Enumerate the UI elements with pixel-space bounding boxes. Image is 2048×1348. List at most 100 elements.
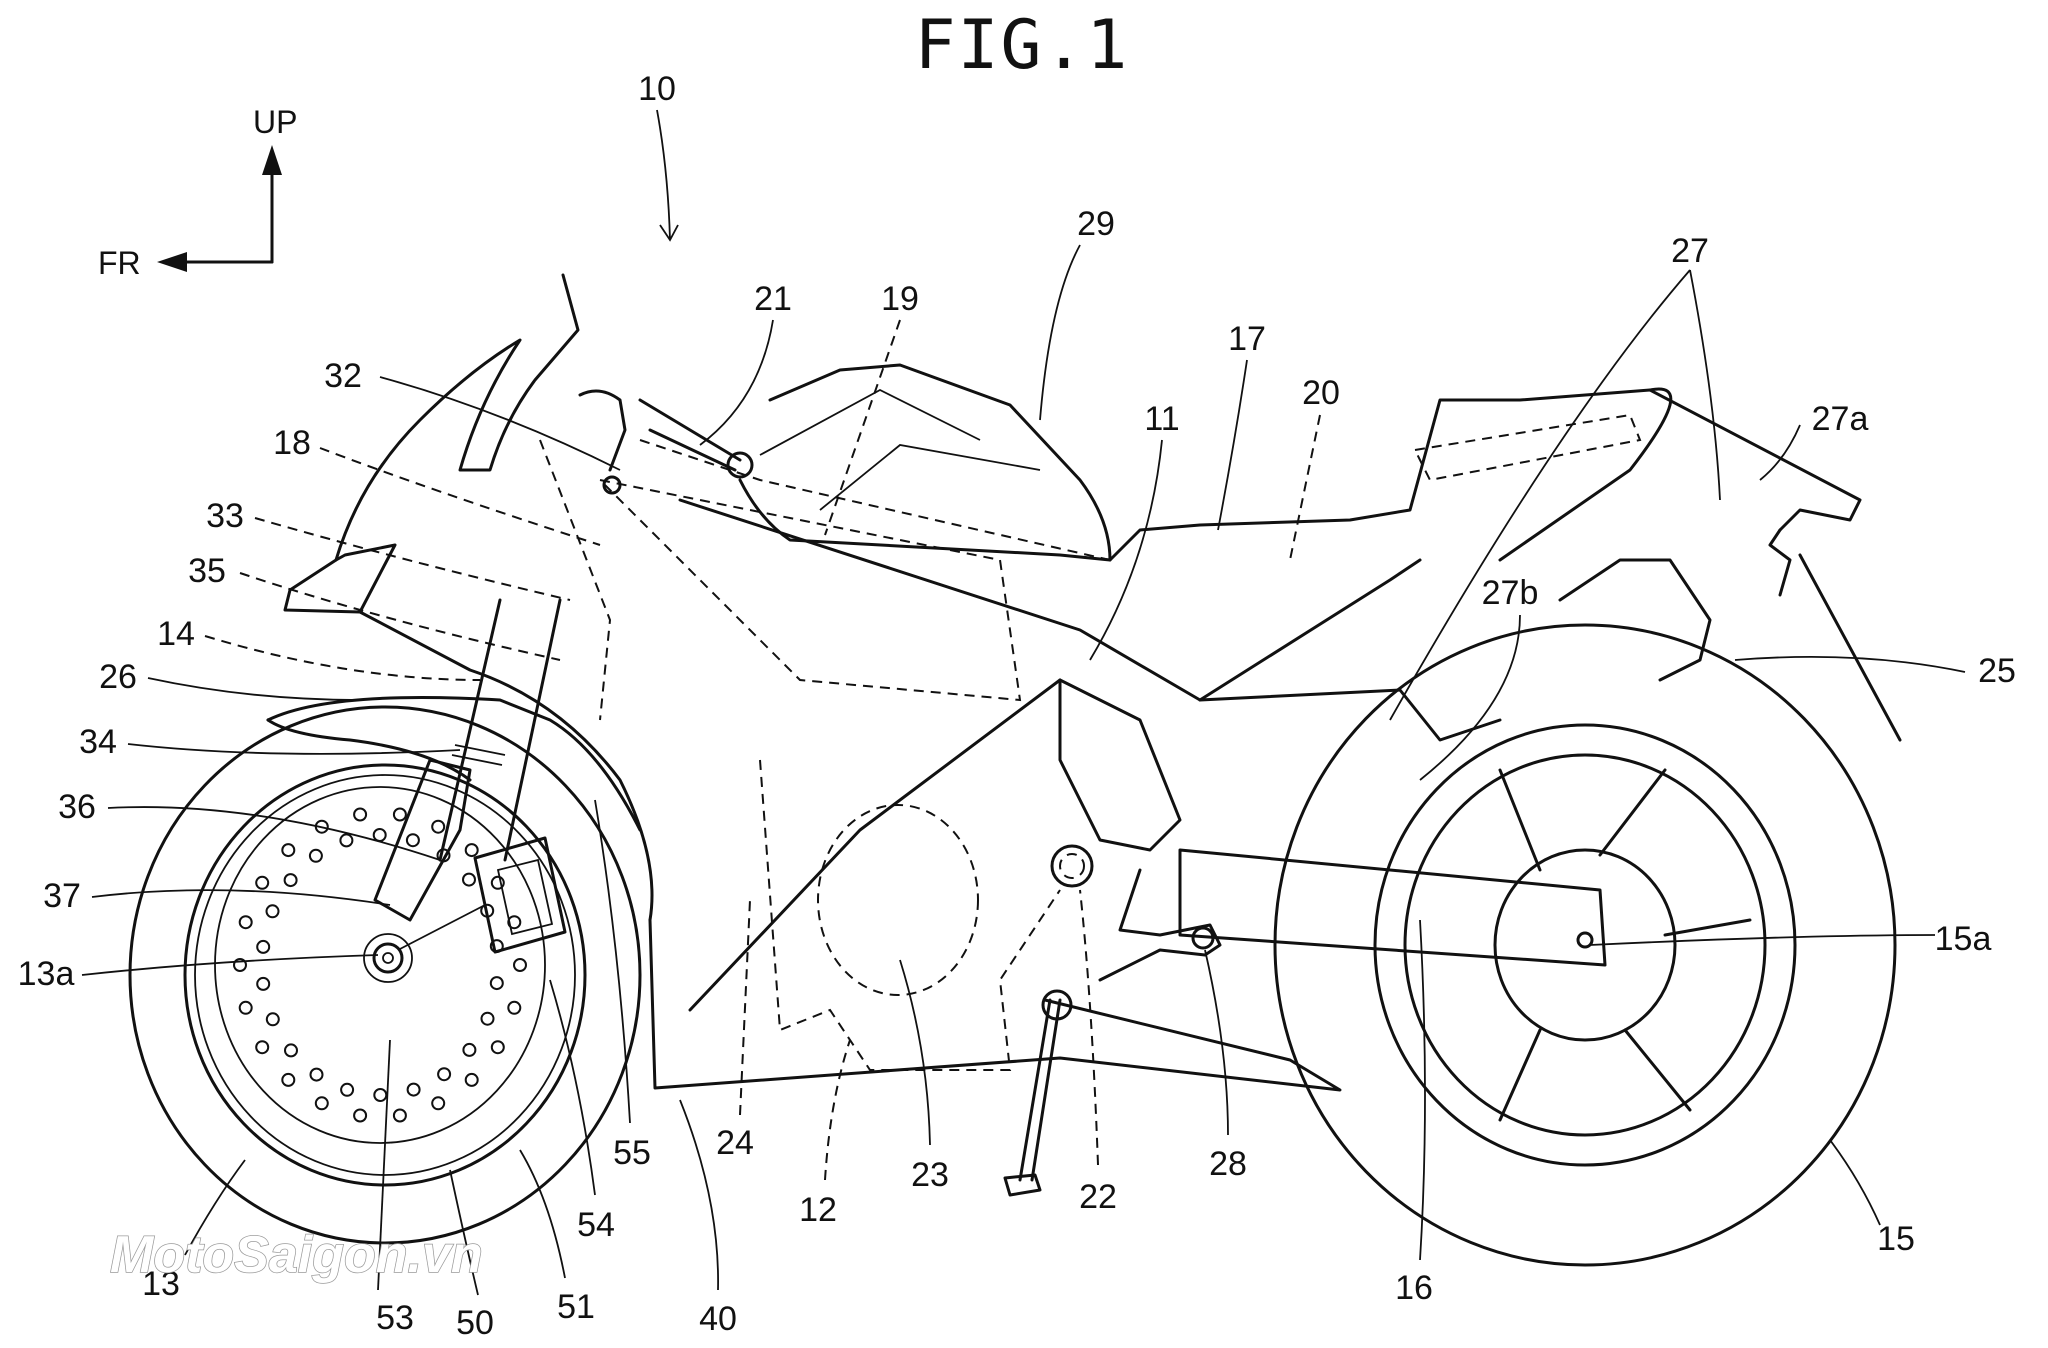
leader-32 [379, 376, 621, 471]
rear-axle [1576, 931, 1594, 949]
direction-front-label: FR [98, 245, 141, 281]
fork-bottom [373, 758, 472, 922]
tank-detail-upper [759, 388, 981, 456]
label-27b: 27b [1482, 574, 1539, 612]
leader-26 [147, 677, 361, 701]
leader-40 [679, 1099, 719, 1291]
disc-hole [353, 1108, 368, 1123]
leader-11 [1089, 439, 1163, 661]
leader-17 [1217, 359, 1248, 531]
power-unit-hidden [759, 759, 1061, 1071]
disc-hole [489, 976, 504, 991]
disc-hole [480, 1011, 495, 1026]
rear-hub [1493, 848, 1677, 1042]
handlebar [638, 398, 742, 472]
disc-hole [372, 828, 387, 842]
seat-rear-cover [1498, 387, 1673, 562]
leader-14 [204, 635, 481, 681]
leader-21 [699, 319, 774, 446]
label-15: 15 [1877, 1220, 1915, 1258]
leader-13a [81, 954, 379, 976]
leader-lines [81, 109, 1966, 1296]
head-pipe-hidden [539, 439, 612, 721]
leader-12 [824, 1039, 851, 1181]
pivot-shaft-inner [1059, 853, 1085, 879]
disc-hole [490, 1040, 505, 1055]
main-frame-hidden [639, 439, 1111, 561]
fender-lower-edge [266, 718, 472, 782]
leader-23 [899, 959, 931, 1146]
disc-hole [373, 1088, 388, 1102]
front-tire [128, 705, 642, 1245]
leader-51 [519, 1149, 566, 1279]
label-55: 55 [613, 1134, 651, 1172]
leader-27 [1389, 269, 1721, 721]
disc-hole [490, 875, 505, 890]
watermark: MotoSaigon.vn [110, 1226, 483, 1284]
label-40: 40 [699, 1300, 737, 1338]
leader-29 [1039, 244, 1081, 421]
leader-16 [1419, 919, 1426, 1261]
disc-hole [256, 976, 271, 991]
leader-13 [184, 1159, 246, 1256]
front-rim-outer [183, 763, 587, 1187]
label-12: 12 [799, 1191, 837, 1229]
disc-hole [309, 1067, 324, 1082]
leader-36 [107, 806, 441, 861]
seat-frame-hidden [1413, 413, 1642, 482]
leader-27b [1419, 614, 1521, 781]
disc-hole [353, 807, 368, 822]
label-13a: 13a [18, 955, 75, 993]
disc-hole [339, 833, 354, 848]
tank-cover [738, 363, 1112, 562]
label-37: 37 [43, 877, 81, 915]
label-17: 17 [1228, 320, 1266, 358]
under-cowl [648, 918, 1342, 1092]
front-fork-tubes [438, 598, 562, 862]
label-18: 18 [273, 424, 311, 462]
side-stand-pivot [1041, 989, 1073, 1021]
label-33: 33 [206, 497, 244, 535]
leader-25 [1734, 655, 1966, 673]
leader-24 [739, 899, 751, 1116]
front-rim-inner [194, 774, 576, 1176]
label-14: 14 [157, 615, 195, 653]
leader-50 [449, 1169, 479, 1296]
label-25: 25 [1978, 652, 2016, 690]
leader-28 [1204, 949, 1229, 1136]
label-13: 13 [142, 1265, 180, 1303]
pivot-shaft [1050, 844, 1094, 888]
label-22: 22 [1079, 1178, 1117, 1216]
front-brake-disc [214, 786, 546, 1144]
leader-33 [254, 517, 571, 601]
upper-cowl [334, 273, 580, 562]
disc-hole [392, 807, 407, 822]
side-stand-foot [1003, 1173, 1042, 1197]
leader-15 [1829, 1139, 1881, 1226]
step-bolt [1191, 926, 1215, 950]
rear-spokes [1498, 768, 1752, 1122]
label-53: 53 [376, 1299, 414, 1337]
disc-hole [462, 1042, 477, 1057]
leader-20 [1289, 414, 1321, 561]
disc-hole [431, 819, 446, 834]
label-24: 24 [716, 1124, 754, 1162]
direction-up-label: UP [253, 104, 297, 140]
direction-indicator: UP FR [98, 104, 297, 281]
leader-53 [377, 1039, 391, 1291]
label-26: 26 [99, 658, 137, 696]
swing-arm [1178, 848, 1607, 967]
disc-hole [238, 915, 253, 930]
disc-hole [265, 1012, 280, 1027]
label-19: 19 [881, 280, 919, 318]
label-28: 28 [1209, 1145, 1247, 1183]
label-34: 34 [79, 723, 117, 761]
rear-rim-inner [1403, 753, 1767, 1137]
leader-54 [549, 979, 596, 1196]
body-frame-pivot-plate [1058, 678, 1182, 852]
handlebar-grip-end [726, 451, 754, 479]
disc-hole [256, 939, 271, 954]
label-23: 23 [911, 1156, 949, 1194]
frame-down-tube [688, 678, 1062, 1012]
